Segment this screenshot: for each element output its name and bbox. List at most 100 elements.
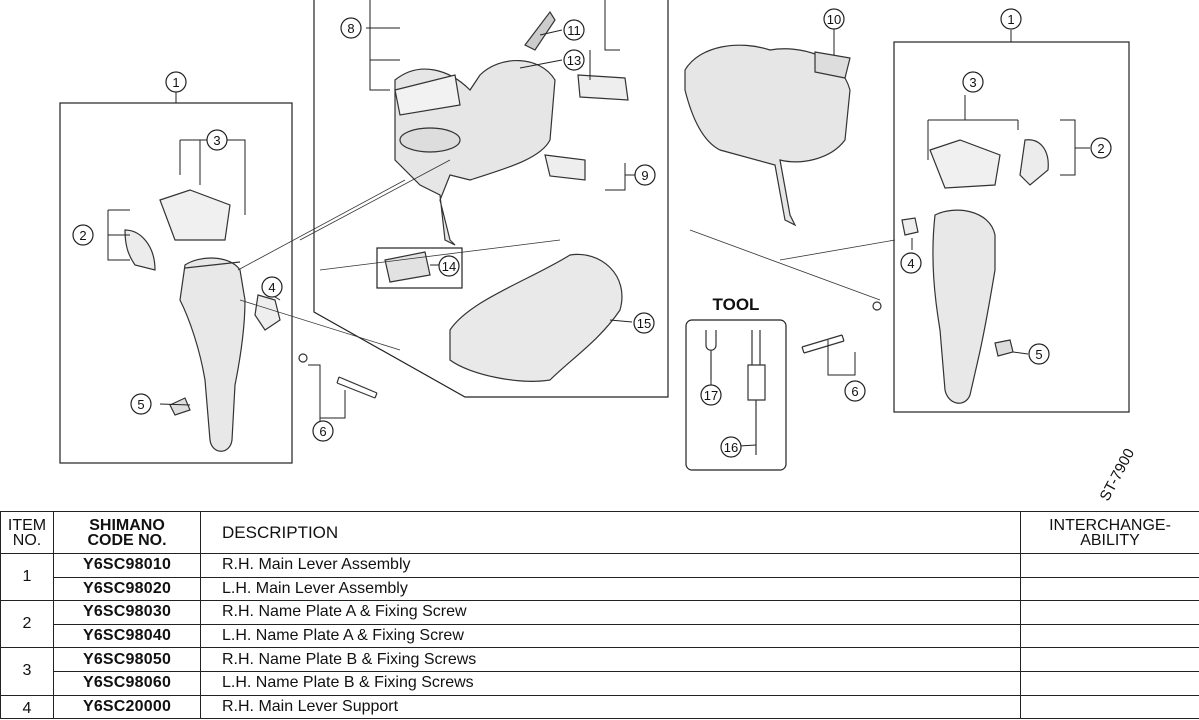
callout-14: 14 xyxy=(438,255,460,277)
callout-5-left-label: 5 xyxy=(137,397,144,412)
callout-14-label: 14 xyxy=(442,259,456,274)
callout-16-label: 16 xyxy=(724,440,738,455)
item-14-box xyxy=(376,247,463,289)
callout-3-left: 3 xyxy=(206,129,228,151)
callout-11-label: 11 xyxy=(567,23,581,38)
item-no-cell: 2 xyxy=(0,600,54,649)
callout-3-left-label: 3 xyxy=(213,133,220,148)
leader-lines xyxy=(107,0,1090,448)
callout-1-right: 1 xyxy=(1000,8,1022,30)
code-cell: Y6SC98040 xyxy=(53,623,201,649)
callout-1-right-label: 1 xyxy=(1007,12,1014,27)
callout-13: 13 xyxy=(563,49,585,71)
header-code-line1: SHIMANO xyxy=(89,516,165,534)
callout-10-label: 10 xyxy=(827,12,841,27)
code-cell: Y6SC98020 xyxy=(53,576,201,602)
header-item-no: ITEM NO. xyxy=(0,511,54,554)
callout-9-label: 9 xyxy=(641,168,648,183)
callout-2-left: 2 xyxy=(72,224,94,246)
description-cell: L.H. Main Lever Assembly xyxy=(200,576,1021,602)
description-cell: R.H. Main Lever Support xyxy=(200,694,1021,720)
item-no-cell: 4 xyxy=(0,694,54,720)
callout-markers: 1 2 3 4 5 6 8 9 xyxy=(72,8,1112,458)
callout-9: 9 xyxy=(634,164,656,186)
interchangeability-cell xyxy=(1020,694,1199,720)
right-main-lever-drawing xyxy=(684,44,896,354)
callout-10: 10 xyxy=(823,8,845,30)
callout-3-right-label: 3 xyxy=(969,75,976,90)
code-cell: Y6SC98060 xyxy=(53,670,201,696)
callout-11: 11 xyxy=(563,19,585,41)
code-cell: Y6SC20000 xyxy=(53,694,201,720)
header-interchangeability: INTERCHANGE- ABILITY xyxy=(1020,511,1199,554)
left-main-lever-drawing xyxy=(124,179,406,452)
table-row: Y6SC98060 L.H. Name Plate B & Fixing Scr… xyxy=(1,670,1199,696)
tool-box xyxy=(685,319,787,471)
callout-5-right-label: 5 xyxy=(1035,347,1042,362)
callout-4-left-label: 4 xyxy=(268,280,275,295)
interchangeability-cell xyxy=(1020,623,1199,649)
exploded-parts-diagram: 1 2 3 4 5 6 8 9 xyxy=(59,0,1139,504)
callout-8-label: 8 xyxy=(347,21,354,36)
code-cell: Y6SC98050 xyxy=(53,647,201,672)
item-no-cell: 1 xyxy=(0,552,54,602)
header-code-line2: CODE NO. xyxy=(87,531,167,549)
table-row: 4 Y6SC20000 R.H. Main Lever Support xyxy=(0,694,1199,720)
description-cell: R.H. Main Lever Assembly xyxy=(200,553,1021,578)
center-exploded-frame xyxy=(313,0,669,398)
callout-13-label: 13 xyxy=(567,53,581,68)
item-no-cell: 3 xyxy=(0,647,54,696)
callout-4-right-label: 4 xyxy=(907,256,914,271)
callout-5-left: 5 xyxy=(130,393,152,415)
tools-drawing xyxy=(705,330,766,455)
table-row: Y6SC98020 L.H. Main Lever Assembly xyxy=(1,576,1199,602)
table-row: Y6SC98040 L.H. Name Plate A & Fixing Scr… xyxy=(1,623,1199,649)
interchangeability-cell xyxy=(1020,670,1199,696)
callout-17-label: 17 xyxy=(704,388,718,403)
callout-15-label: 15 xyxy=(637,316,651,331)
callout-2-right-label: 2 xyxy=(1097,141,1104,156)
description-cell: L.H. Name Plate A & Fixing Screw xyxy=(200,623,1021,649)
center-main-lever-drawing xyxy=(299,10,629,382)
description-cell: L.H. Name Plate B & Fixing Screws xyxy=(200,670,1021,696)
interchangeability-cell xyxy=(1020,647,1199,672)
table-row: 2 Y6SC98030 R.H. Name Plate A & Fixing S… xyxy=(0,600,1199,649)
model-label: ST-7900 xyxy=(1097,446,1139,504)
interchangeability-cell xyxy=(1020,553,1199,578)
header-inter-line2: ABILITY xyxy=(1080,531,1140,549)
right-lever-assembly-box xyxy=(893,41,1130,413)
header-description: DESCRIPTION xyxy=(200,511,1021,554)
callout-2-left-label: 2 xyxy=(79,228,86,243)
parts-table: ITEM NO. SHIMANO CODE NO. DESCRIPTION IN… xyxy=(0,511,1199,720)
callout-1-left-label: 1 xyxy=(172,75,179,90)
callout-17: 17 xyxy=(700,384,722,406)
table-header-row: ITEM NO. SHIMANO CODE NO. DESCRIPTION IN… xyxy=(0,511,1199,554)
callout-5-right: 5 xyxy=(1028,343,1050,365)
callout-4-left: 4 xyxy=(261,276,283,298)
callout-2-right: 2 xyxy=(1090,137,1112,159)
callout-6-right-label: 6 xyxy=(851,384,858,399)
code-cell: Y6SC98010 xyxy=(53,553,201,578)
header-inter-line1: INTERCHANGE- xyxy=(1049,516,1171,534)
table-row: 1 Y6SC98010 R.H. Main Lever Assembly xyxy=(0,552,1199,602)
callout-16: 16 xyxy=(720,436,742,458)
header-item-line2: NO. xyxy=(12,531,42,549)
callout-3-right: 3 xyxy=(962,71,984,93)
callout-15: 15 xyxy=(633,312,655,334)
table-row: 3 Y6SC98050 R.H. Name Plate B & Fixing S… xyxy=(0,647,1199,696)
callout-1-left: 1 xyxy=(165,71,187,93)
interchangeability-cell xyxy=(1020,576,1199,602)
callout-6-left: 6 xyxy=(312,420,334,442)
tool-label: TOOL xyxy=(713,295,760,314)
callout-6-left-label: 6 xyxy=(319,424,326,439)
callout-6-right: 6 xyxy=(844,380,866,402)
description-cell: R.H. Name Plate A & Fixing Screw xyxy=(200,600,1021,625)
callout-4-right: 4 xyxy=(900,252,922,274)
header-code-no: SHIMANO CODE NO. xyxy=(53,511,201,554)
description-cell: R.H. Name Plate B & Fixing Screws xyxy=(200,647,1021,672)
header-item-line1: ITEM xyxy=(7,516,47,534)
interchangeability-cell xyxy=(1020,600,1199,625)
code-cell: Y6SC98030 xyxy=(53,600,201,625)
right-box-lever-drawing xyxy=(901,139,1049,404)
callout-8: 8 xyxy=(340,17,362,39)
